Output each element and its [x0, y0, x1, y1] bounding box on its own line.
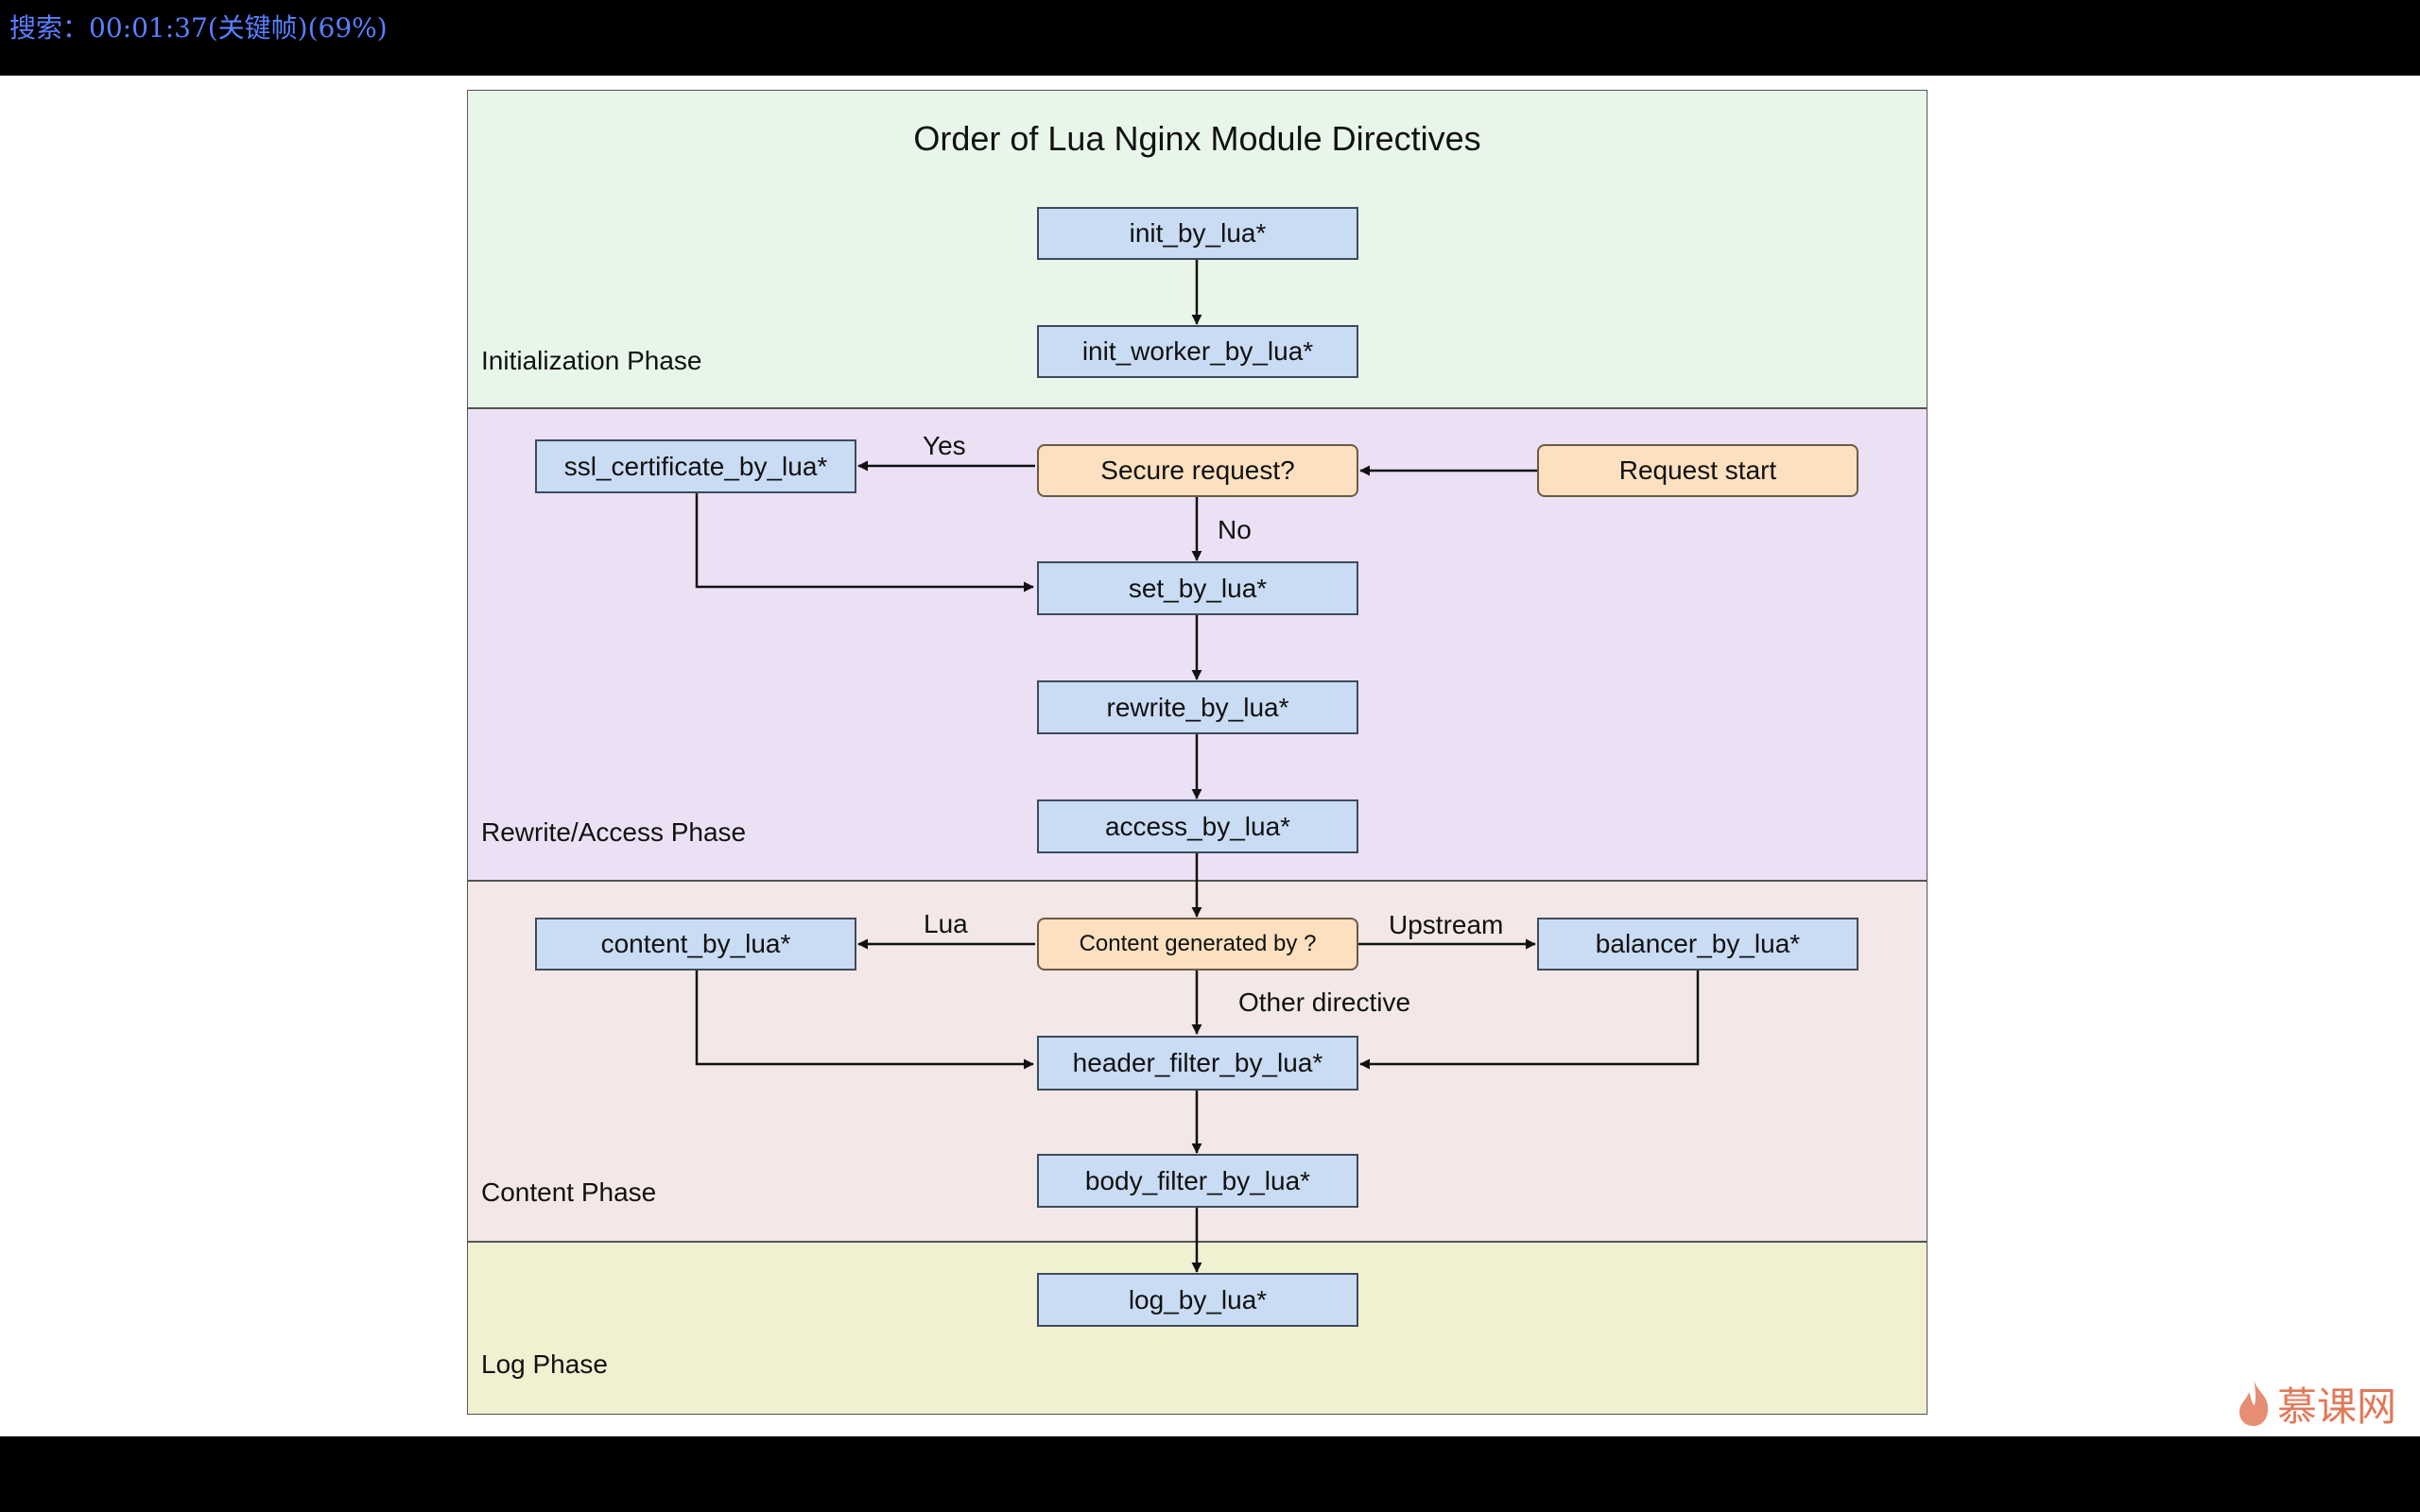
phase-label-rewrite-access: Rewrite/Access Phase — [481, 817, 747, 847]
node-rewrite-by-lua: rewrite_by_lua* — [1037, 680, 1358, 734]
node-secure-request: Secure request? — [1037, 444, 1358, 497]
player-top-bar: 搜索：00:01:37(关键帧)(69%) — [0, 0, 2420, 76]
site-watermark: 慕课网 — [2236, 1375, 2415, 1432]
node-balancer-by-lua: balancer_by_lua* — [1537, 918, 1858, 971]
watermark-text: 慕课网 — [2277, 1383, 2397, 1430]
node-body-filter-by-lua: body_filter_by_lua* — [1037, 1154, 1358, 1208]
node-init-worker-by-lua: init_worker_by_lua* — [1037, 325, 1358, 378]
edge-content-by-lua-to-header-filter — [695, 971, 1034, 1070]
edge-label-no: No — [1218, 515, 1252, 544]
node-ssl-certificate-by-lua: ssl_certificate_by_lua* — [535, 439, 856, 493]
phase-label-content: Content Phase — [481, 1177, 657, 1207]
node-header-filter-by-lua: header_filter_by_lua* — [1037, 1036, 1358, 1091]
node-set-by-lua: set_by_lua* — [1037, 561, 1358, 615]
diagram-title: Order of Lua Nginx Module Directives — [913, 119, 1481, 158]
search-status-text: 搜索：00:01:37(关键帧)(69%) — [9, 12, 388, 43]
phase-label-log: Log Phase — [481, 1349, 608, 1379]
node-log-by-lua: log_by_lua* — [1037, 1273, 1358, 1327]
flame-icon — [2239, 1381, 2269, 1426]
node-init-by-lua: init_by_lua* — [1037, 207, 1358, 260]
edge-balancer-to-header-filter — [1359, 971, 1700, 1070]
node-request-start: Request start — [1537, 444, 1858, 497]
phase-label-initialization: Initialization Phase — [481, 346, 702, 375]
edge-label-yes: Yes — [923, 431, 966, 460]
edge-ssl-to-set — [695, 493, 1034, 593]
diagram-canvas — [467, 90, 1927, 1415]
edge-label-lua: Lua — [924, 909, 968, 938]
node-content-generated-by: Content generated by ? — [1037, 918, 1358, 971]
flow-diagram: Order of Lua Nginx Module Directives Ini… — [467, 90, 1927, 1415]
node-access-by-lua: access_by_lua* — [1037, 799, 1358, 853]
edge-label-other-directive: Other directive — [1238, 988, 1411, 1017]
player-bottom-bar — [0, 1436, 2420, 1512]
node-content-by-lua: content_by_lua* — [535, 918, 856, 971]
edge-label-upstream: Upstream — [1389, 910, 1504, 939]
